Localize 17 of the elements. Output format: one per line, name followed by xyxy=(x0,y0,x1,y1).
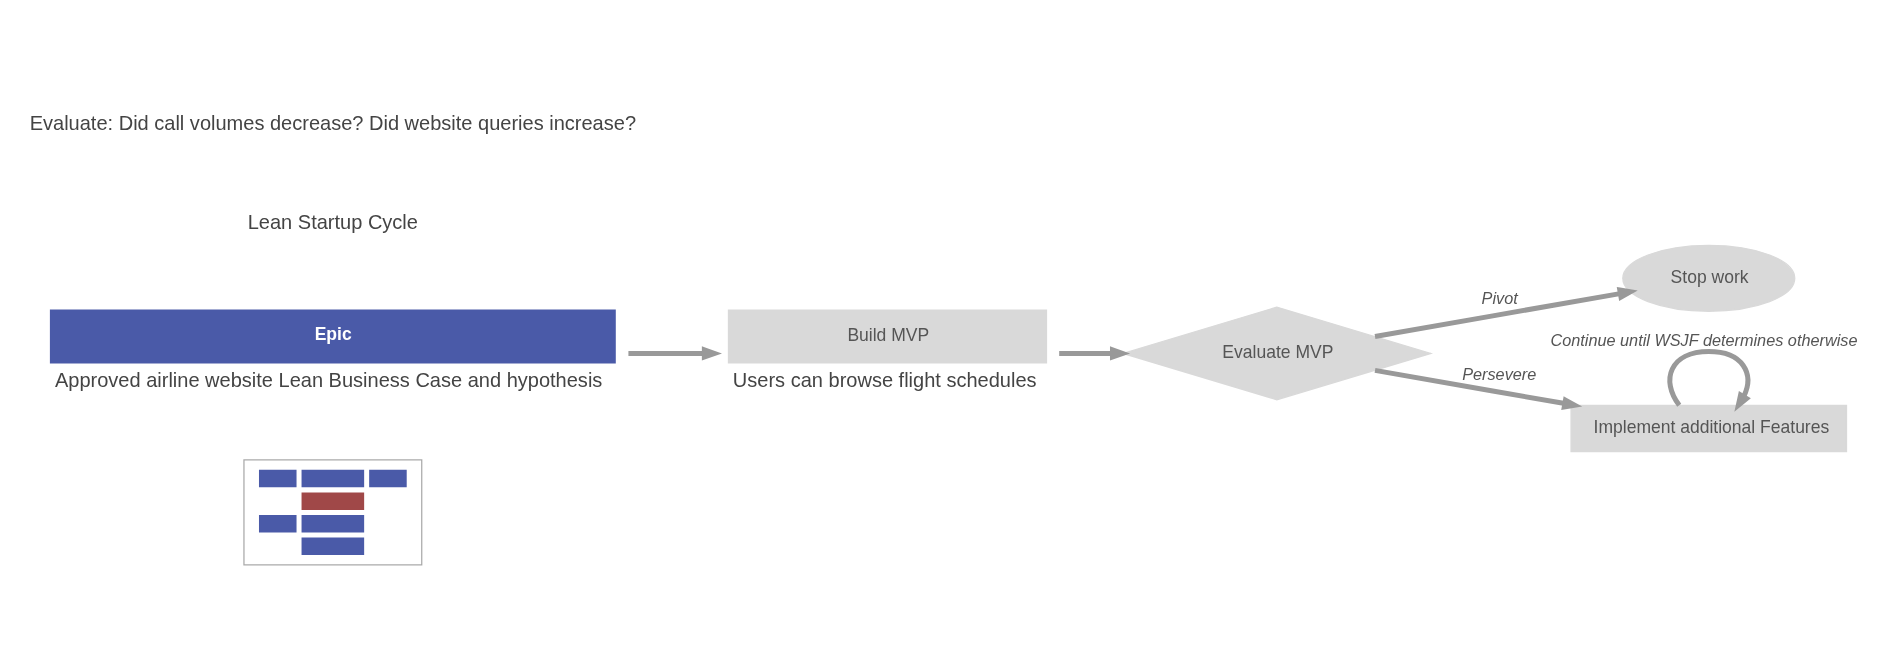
node-box: Build MVP xyxy=(727,309,1048,363)
label: Evaluate: Did call volumes decrease? Did website queries increase? xyxy=(29,111,637,134)
label: Lean Startup Cycle xyxy=(247,210,418,233)
node-box: Epic xyxy=(49,309,616,363)
edge-label: Continue until WSJF determines otherwise xyxy=(1550,330,1858,349)
arrow xyxy=(1059,345,1131,360)
node-box: Implement additional Features xyxy=(1570,404,1848,452)
node-label: Approved airline website Lean Business Case and hypothesis xyxy=(54,368,603,391)
edge-label: Persevere xyxy=(1462,364,1537,383)
node-ellipse: Stop work xyxy=(1622,244,1796,312)
edge-label: Pivot xyxy=(1481,288,1518,307)
arrow xyxy=(1667,348,1751,412)
arrow xyxy=(628,345,722,360)
arrow xyxy=(1374,286,1638,339)
node-picture xyxy=(243,458,423,566)
arrow xyxy=(1374,367,1583,410)
node-label: Users can browse flight schedules xyxy=(732,368,1037,391)
